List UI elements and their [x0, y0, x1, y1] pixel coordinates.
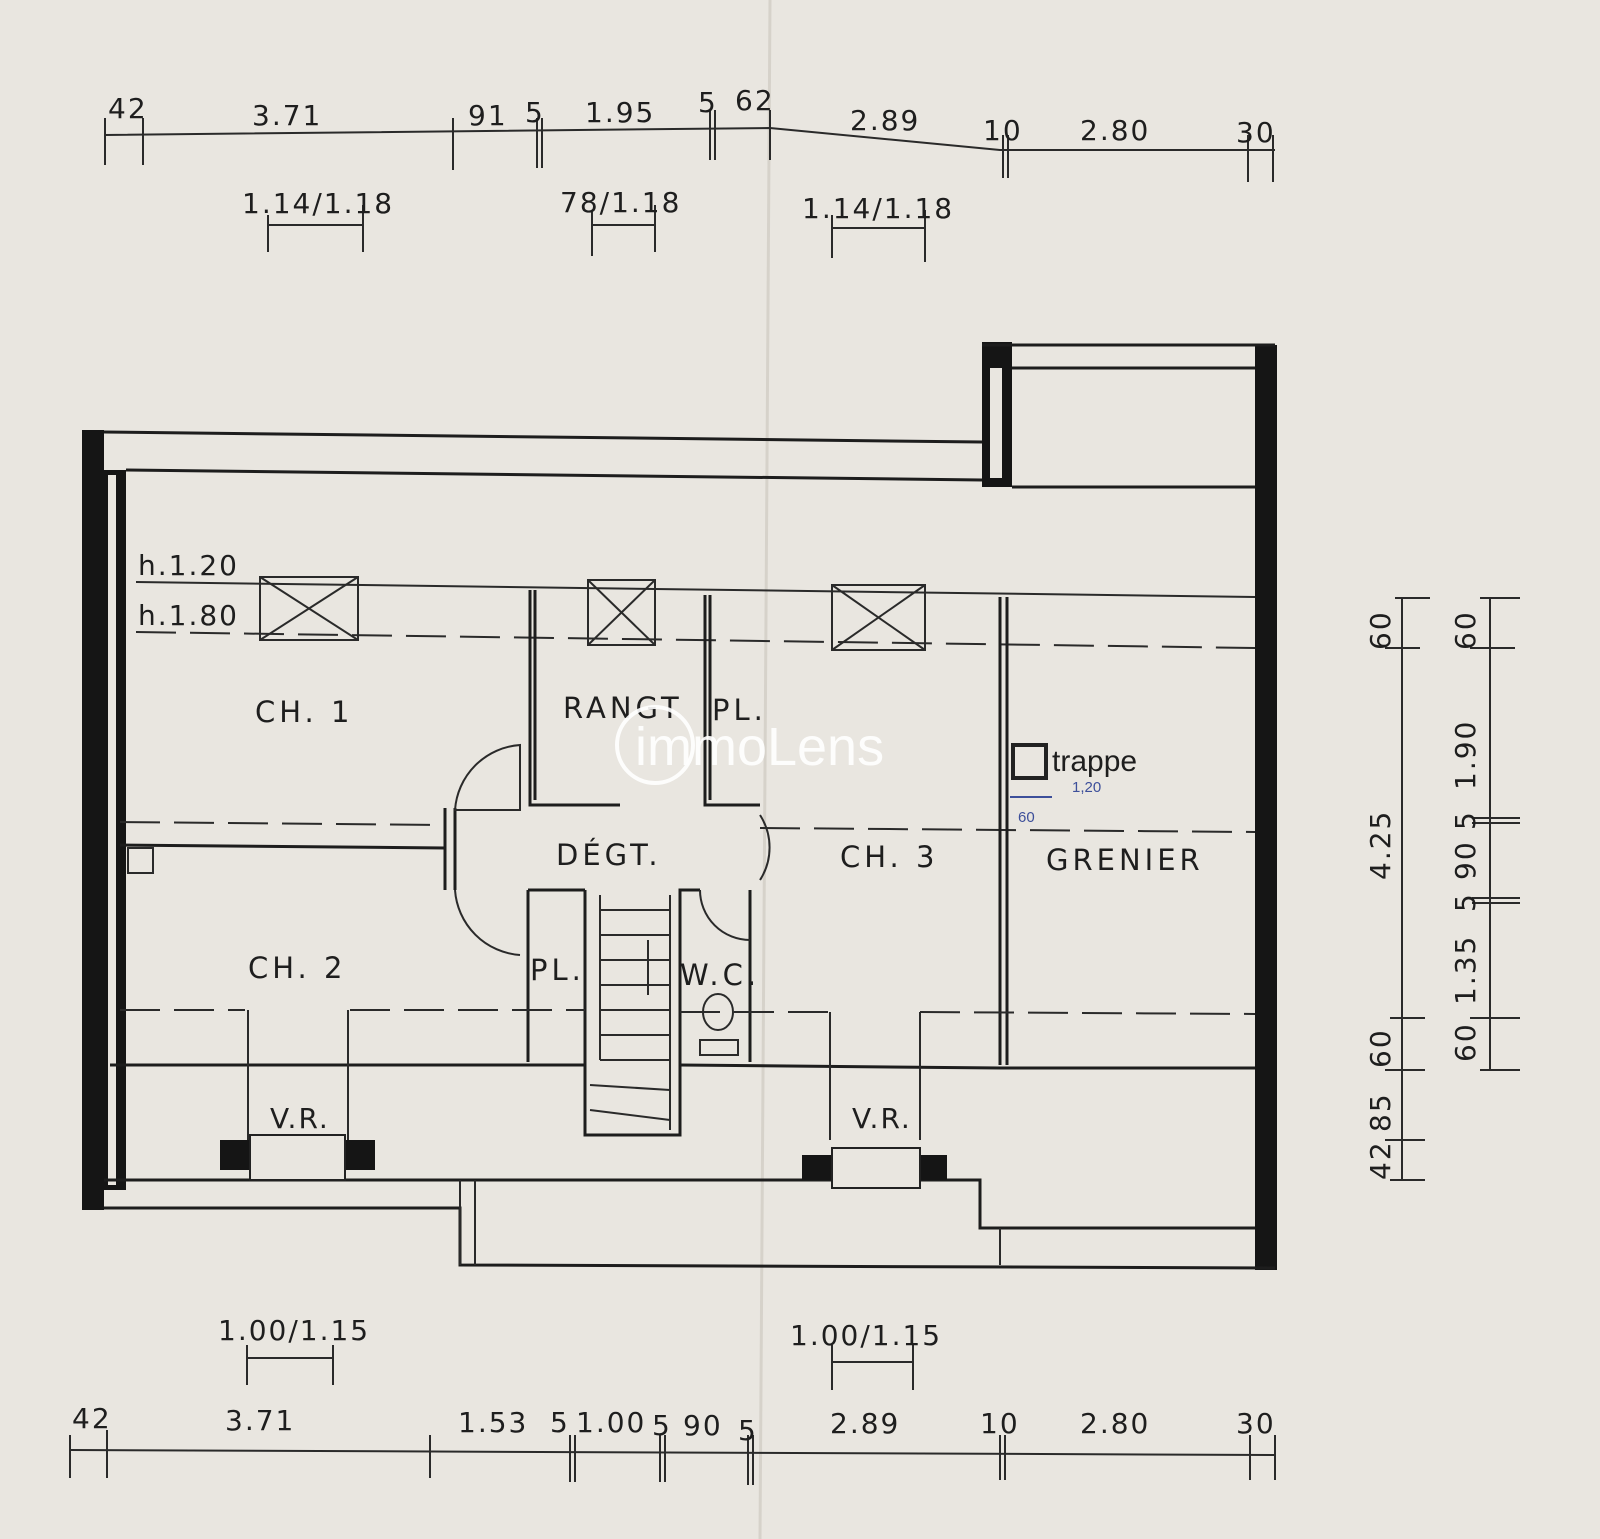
dimension-label: 42	[1364, 1140, 1397, 1180]
window-dimension-label: 1.00/1.15	[218, 1314, 370, 1347]
window-dimension-label: 1.00/1.15	[790, 1319, 942, 1352]
window-dimension-label: 1.14/1.18	[802, 192, 954, 225]
dimension-label: 1.90	[1449, 720, 1482, 790]
dimension-label: 2.89	[850, 104, 920, 137]
dimension-label: 42	[72, 1402, 112, 1435]
room-label-vr: V.R.	[270, 1102, 330, 1135]
dimension-label: 5	[738, 1414, 758, 1447]
bottom-dimension-chain: 42 3.71 1.53 5 1.00 5 90 5 2.89 10 2.80 …	[69, 1402, 1276, 1485]
watermark-logo-icon	[615, 705, 695, 785]
dimension-label: 42	[108, 92, 148, 125]
toilet-icon	[702, 993, 734, 1031]
dimension-label: 60	[1449, 1022, 1482, 1062]
dimension-label: 2.80	[1080, 114, 1150, 147]
skylight-icon	[587, 579, 656, 646]
room-label-pl: PL.	[712, 693, 767, 727]
right-inner-dimension-chain: 60 1.90 5 90 5 1.35 60	[1449, 597, 1520, 1071]
room-label-vr: V.R.	[852, 1102, 912, 1135]
room-labels: CH. 1 RANGT PL. DÉGT. CH. 3 GRENIER CH. …	[248, 691, 1204, 1135]
dimension-label: 1.95	[585, 96, 655, 129]
top-dimension-chain: 42 3.71 91 5 1.95 5 62 2.89 10 2.80 30	[104, 84, 1276, 182]
dimension-label: 60	[1449, 610, 1482, 650]
dimension-label: 5	[1449, 892, 1482, 912]
skylights	[259, 576, 926, 651]
paper-fold	[758, 0, 772, 1539]
room-label-ch1: CH. 1	[255, 695, 353, 729]
dimension-label: 5	[550, 1406, 570, 1439]
dimension-label: 5	[698, 86, 718, 119]
dimension-label: 3.71	[252, 99, 322, 132]
room-label-ch2: CH. 2	[248, 951, 346, 985]
dimension-label: 30	[1236, 1407, 1276, 1440]
dimension-label: 3.71	[225, 1404, 295, 1437]
dimension-label: 90	[683, 1409, 723, 1442]
room-label-wc: W.C.	[680, 958, 760, 992]
dimension-label: 60	[1364, 610, 1397, 650]
dimension-label: 1.53	[458, 1406, 528, 1439]
top-window-dimensions: 1.14/1.18 78/1.18 1.14/1.18	[242, 186, 954, 262]
room-label-degt: DÉGT.	[556, 838, 662, 872]
dimension-label: 5	[525, 96, 545, 129]
dimension-label: 5	[1449, 810, 1482, 830]
dimension-label: 60	[1364, 1028, 1397, 1068]
dimension-label: 90	[1449, 840, 1482, 880]
room-label-ch3: CH. 3	[840, 840, 938, 874]
dimension-label: 91	[468, 99, 508, 132]
dimension-label: 4.25	[1364, 810, 1397, 880]
trappe-size: 1,20	[1072, 779, 1101, 796]
skylight-icon	[259, 576, 359, 641]
dimension-label: 85	[1364, 1092, 1397, 1132]
dimension-label: 5	[652, 1409, 672, 1442]
height-label: h.1.20	[138, 549, 239, 582]
right-outer-dimension-chain: 60 4.25 60 85 42	[1364, 597, 1430, 1181]
dimension-label: 2.80	[1080, 1407, 1150, 1440]
dimension-label: 10	[983, 114, 1023, 147]
bottom-window-dimensions: 1.00/1.15 1.00/1.15	[218, 1314, 942, 1390]
window-dimension-label: 78/1.18	[560, 186, 681, 219]
dimension-label: 30	[1236, 116, 1276, 149]
height-label: h.1.80	[138, 599, 239, 632]
dimension-label: 62	[735, 84, 775, 117]
trappe-hatch-icon	[1011, 743, 1048, 780]
room-label-pl: PL.	[530, 953, 585, 987]
dimension-label: 1.35	[1449, 935, 1482, 1005]
skylight-icon	[831, 584, 926, 651]
trappe-label: trappe	[1052, 745, 1137, 778]
dimension-label: 1.00	[576, 1406, 646, 1439]
watermark: immoLens	[635, 717, 884, 777]
dimension-label: 2.89	[830, 1407, 900, 1440]
room-label-grenier: GRENIER	[1046, 843, 1204, 877]
trappe-width: 60	[1018, 809, 1035, 826]
window-dimension-label: 1.14/1.18	[242, 187, 394, 220]
building-walls	[82, 342, 1277, 1270]
trappe-annotation: trappe 1,20 60	[1010, 743, 1137, 826]
dimension-label: 10	[980, 1407, 1020, 1440]
